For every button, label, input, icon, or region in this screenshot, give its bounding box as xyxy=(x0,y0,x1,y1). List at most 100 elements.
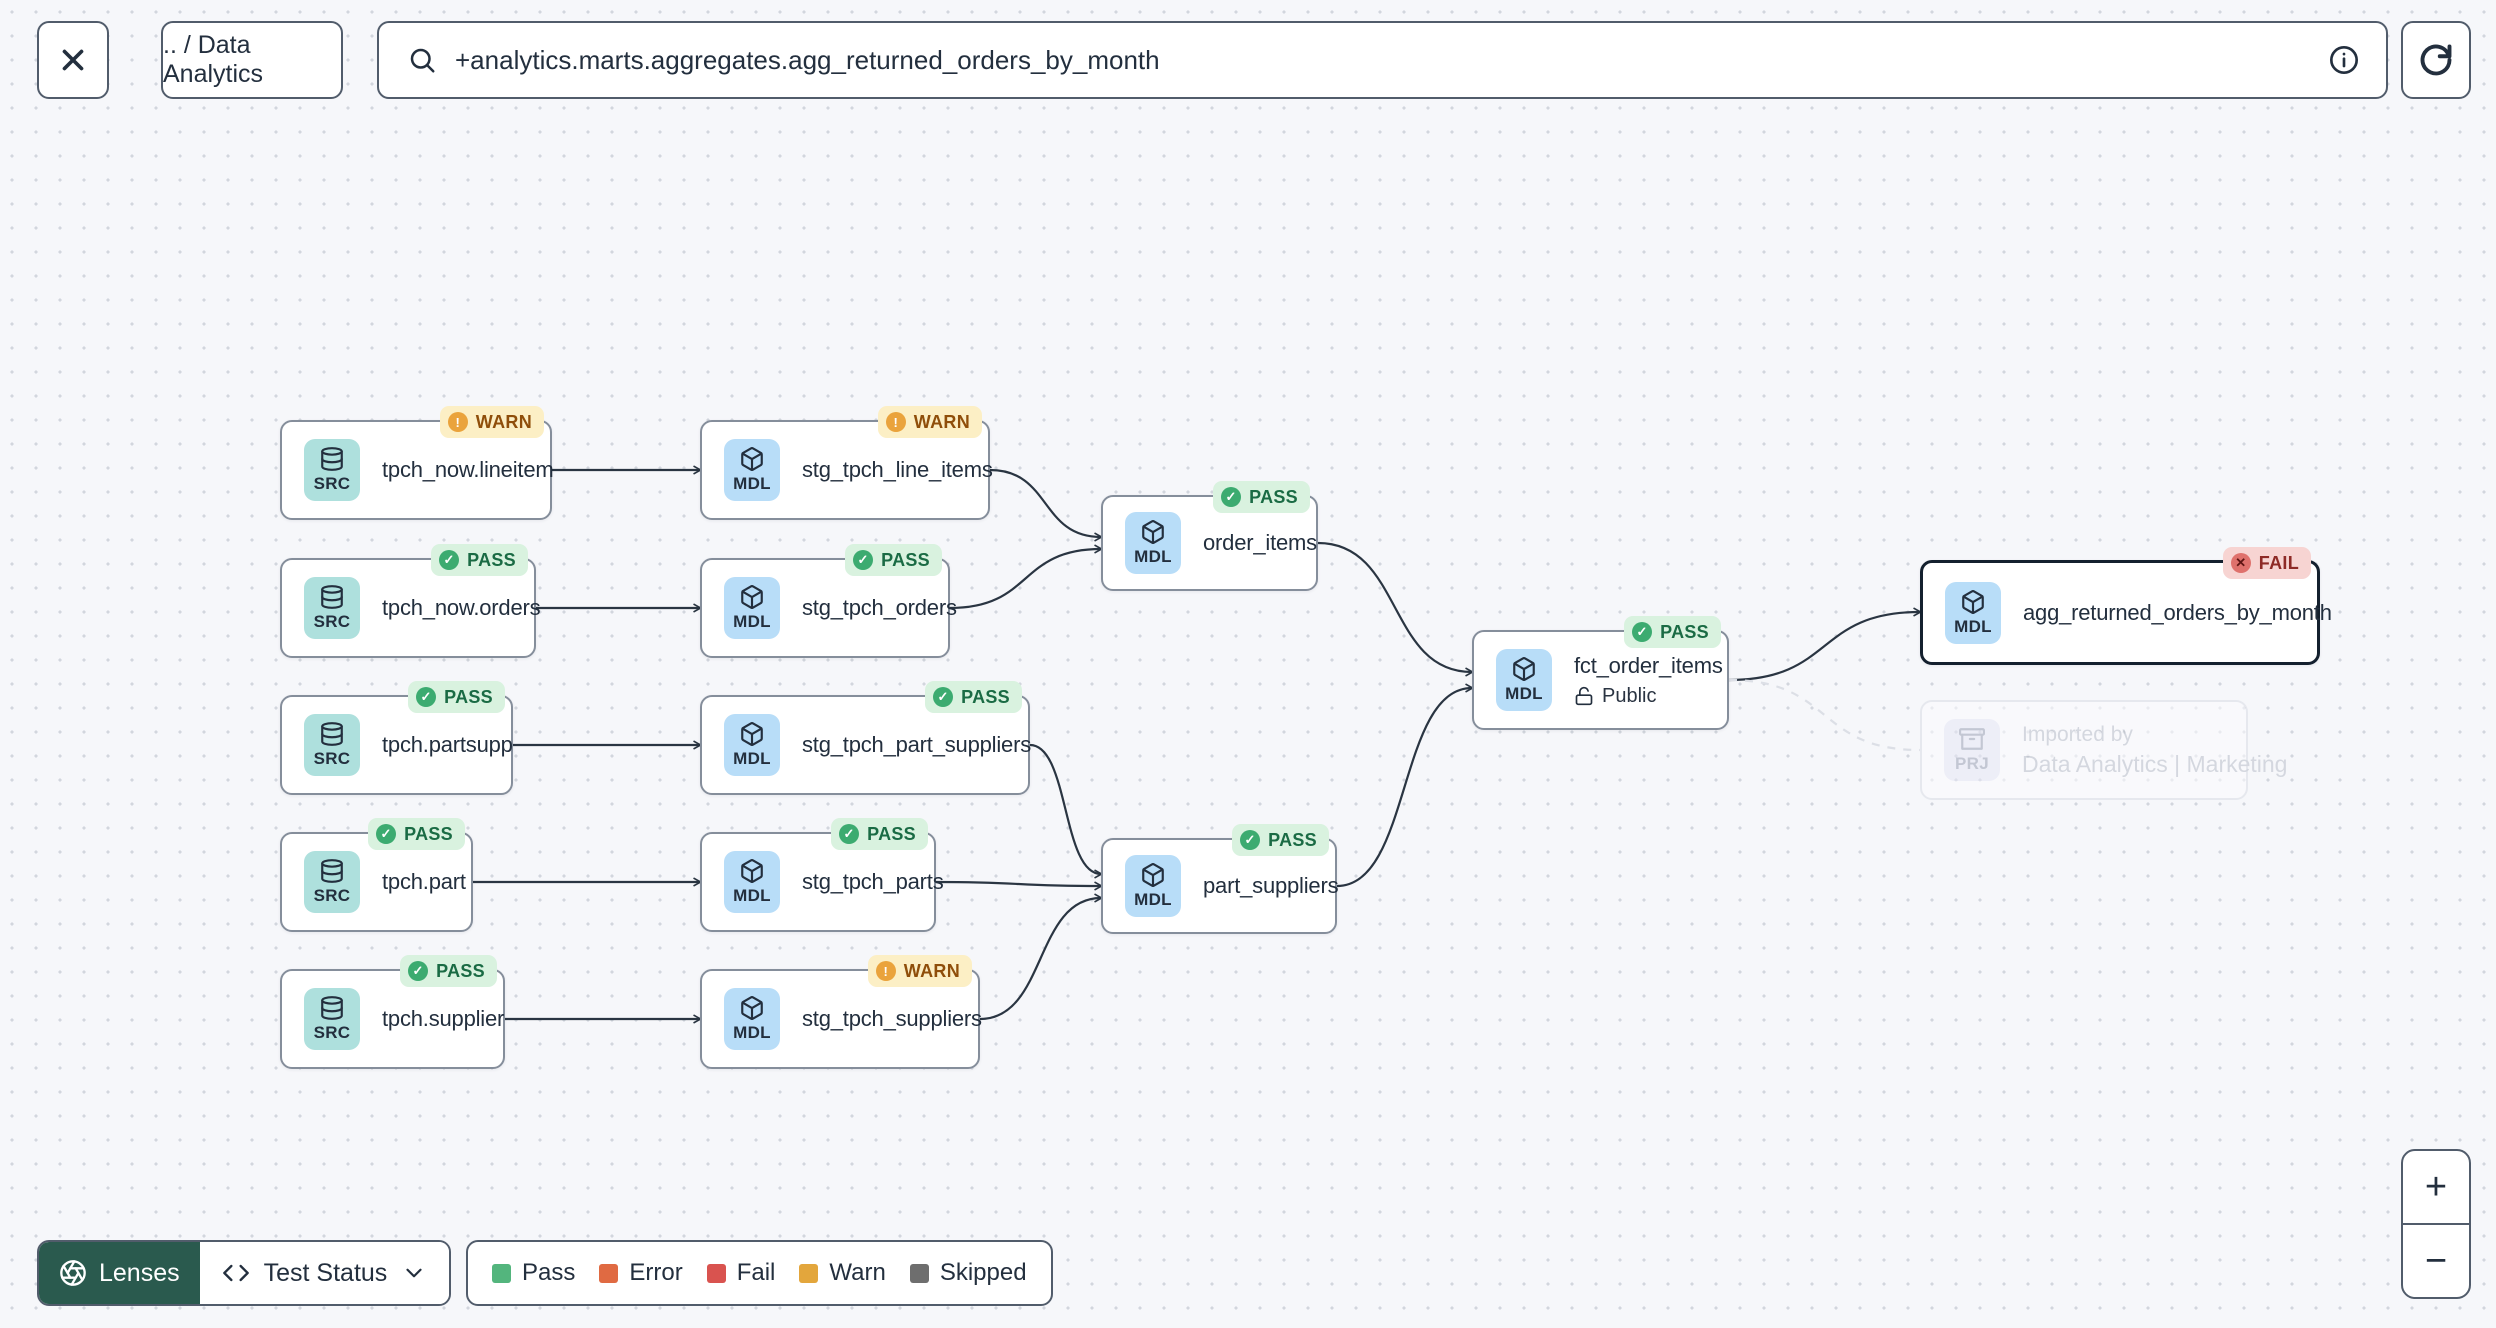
legend-label: Error xyxy=(629,1259,683,1286)
node-access-label: Public xyxy=(1602,684,1657,707)
node-tpch_now_orders[interactable]: ✓PASS SRC tpch_now.orders xyxy=(280,544,541,658)
close-icon xyxy=(62,49,84,71)
legend-label: Skipped xyxy=(939,1259,1027,1286)
legend-label: Pass xyxy=(522,1259,576,1286)
close-button[interactable] xyxy=(37,21,109,99)
node-labels: stg_tpch_part_suppliers xyxy=(802,732,1031,758)
node-labels: stg_tpch_suppliers xyxy=(802,1006,982,1032)
status-badge-pass: ✓PASS xyxy=(1213,481,1310,513)
status-badge-pass: ✓PASS xyxy=(408,681,505,713)
node-kind-label: MDL xyxy=(1134,890,1172,909)
node-label: tpch_now.orders xyxy=(382,595,541,620)
search-bar[interactable]: +analytics.marts.aggregates.agg_returned… xyxy=(377,21,2388,99)
status-badge-label: PASS xyxy=(961,686,1010,707)
status-badge-warn: !WARN xyxy=(439,406,544,438)
legend-swatch xyxy=(909,1263,929,1283)
database-icon: SRC xyxy=(304,577,360,639)
node-tpch_supplier[interactable]: ✓PASS SRC tpch.supplier xyxy=(280,955,505,1069)
test-status-label: Test Status xyxy=(263,1258,388,1287)
legend-item-warn: Warn xyxy=(799,1259,886,1287)
node-kind-label: MDL xyxy=(1134,547,1172,566)
node-kind-label: PRJ xyxy=(1955,754,1989,773)
node-kind-label: SRC xyxy=(313,1023,351,1042)
node-label: tpch.partsupp xyxy=(382,732,513,757)
info-icon[interactable] xyxy=(2328,44,2360,76)
edge xyxy=(1336,688,1472,888)
status-badge-pass: ✓PASS xyxy=(431,544,528,576)
status-badge-fail: ✕ FAIL xyxy=(2222,547,2311,579)
node-label: stg_tpch_parts xyxy=(802,869,944,894)
pass-status-icon: ✓ xyxy=(933,687,954,707)
node-labels: tpch_now.lineitem xyxy=(382,457,554,483)
node-kind-label: MDL xyxy=(733,886,771,905)
legend-swatch xyxy=(799,1263,819,1283)
pass-status-icon: ✓ xyxy=(416,687,437,707)
legend-label: Fail xyxy=(736,1259,776,1286)
status-badge-pass: ✓PASS xyxy=(831,818,928,850)
refresh-icon xyxy=(2420,44,2452,76)
fail-status-icon: ✕ xyxy=(2230,553,2251,573)
refresh-button[interactable] xyxy=(2401,21,2471,99)
status-badge-label: FAIL xyxy=(2258,552,2299,573)
node-label: stg_tpch_line_items xyxy=(802,457,993,482)
zoom-in-button[interactable]: + xyxy=(2403,1151,2469,1225)
lenses-button[interactable]: Lenses xyxy=(39,1242,200,1304)
breadcrumb[interactable]: .. / Data Analytics xyxy=(161,21,343,99)
node-labels: stg_tpch_parts xyxy=(802,869,944,895)
node-labels: agg_returned_orders_by_month xyxy=(2023,600,2332,626)
test-status-dropdown[interactable]: Test Status xyxy=(199,1242,450,1304)
legend-swatch xyxy=(706,1263,726,1283)
node-labels: tpch.supplier xyxy=(382,1006,504,1032)
node-labels: stg_tpch_orders xyxy=(802,595,957,621)
cube-icon: MDL xyxy=(1125,512,1181,574)
node-labels: tpch.part xyxy=(382,869,466,895)
edge xyxy=(1317,541,1472,672)
project-icon: PRJ xyxy=(1944,719,2000,781)
node-labels: part_suppliers xyxy=(1203,873,1339,899)
cube-icon: MDL xyxy=(1125,855,1181,917)
warn-status-icon: ! xyxy=(875,961,896,981)
status-badge-pass: ✓PASS xyxy=(845,544,942,576)
status-badge-label: WARN xyxy=(475,411,532,432)
lenses-label: Lenses xyxy=(99,1258,180,1287)
legend-item-pass: Pass xyxy=(492,1259,575,1287)
status-badge-pass: ✓PASS xyxy=(400,955,497,987)
zoom-out-button[interactable]: − xyxy=(2424,1239,2448,1282)
node-labels: tpch_now.orders xyxy=(382,595,541,621)
node-kind-label: MDL xyxy=(733,474,771,493)
node-access-row: Public xyxy=(1574,685,1723,708)
node-stg_tpch_parts[interactable]: ✓PASS MDL stg_tpch_parts xyxy=(700,818,944,932)
node-order_items[interactable]: ✓PASS MDL order_items xyxy=(1101,481,1318,591)
legend-swatch xyxy=(492,1263,511,1283)
node-label: part_suppliers xyxy=(1203,873,1339,898)
status-badge-pass: ✓PASS xyxy=(1624,616,1721,648)
cube-icon: MDL xyxy=(724,851,780,913)
legend-item-fail: Fail xyxy=(706,1259,776,1287)
search-input[interactable]: +analytics.marts.aggregates.agg_returned… xyxy=(455,44,1160,75)
node-labels: order_items xyxy=(1203,530,1317,556)
edge xyxy=(935,880,1101,886)
pass-status-icon: ✓ xyxy=(408,961,429,981)
cube-icon: MDL xyxy=(724,988,780,1050)
node-label: stg_tpch_orders xyxy=(802,595,957,620)
status-badge-label: PASS xyxy=(1660,621,1709,642)
pass-status-icon: ✓ xyxy=(839,824,860,844)
edge xyxy=(989,468,1101,537)
aperture-icon xyxy=(60,1260,86,1286)
pass-status-icon: ✓ xyxy=(1240,830,1261,850)
status-badge-pass: ✓PASS xyxy=(368,818,465,850)
database-icon: SRC xyxy=(304,851,360,913)
